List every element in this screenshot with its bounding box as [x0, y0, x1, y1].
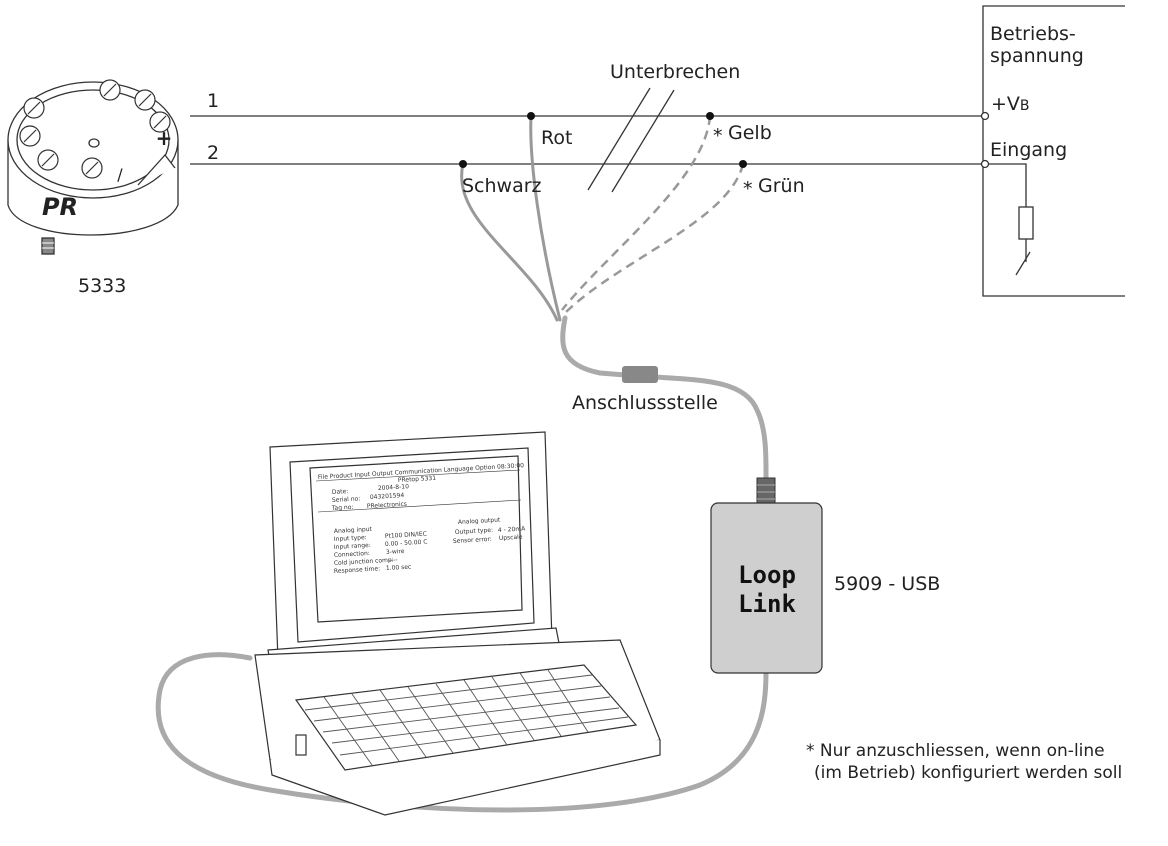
signal-wires — [190, 115, 985, 165]
screen-output-type-label: Output type: — [455, 527, 494, 536]
wire-2-label: 2 — [207, 142, 219, 164]
screen-input-type-label: Input type: — [334, 534, 367, 543]
screen-connection-label: Connection: — [334, 550, 370, 559]
screen-input-range-label: Input range: — [334, 542, 371, 551]
supply-box — [980, 5, 1125, 297]
wire-1-label: 1 — [207, 90, 219, 112]
cable-connector — [622, 366, 658, 383]
anschlussstelle-label: Anschlussstelle — [572, 392, 718, 414]
vb-label: +VB — [991, 93, 1030, 115]
screw-terminal — [134, 89, 156, 111]
probe-wires — [460, 114, 562, 322]
screen-date-label: Date: — [332, 488, 349, 496]
screen-sensor-error-value: Upscale — [499, 534, 523, 542]
junction-dots — [459, 112, 747, 168]
pr-logo: PR — [42, 193, 78, 221]
screw-terminal — [149, 111, 171, 133]
screen-analog-output: Analog output — [458, 517, 501, 526]
screen-input-type-value: Pt100 DIN/IEC — [385, 531, 427, 540]
screen-response-label: Response time: — [334, 565, 381, 575]
supply-title-line1: Betriebs- — [990, 23, 1076, 45]
screw-terminal — [81, 157, 103, 179]
minus-sign: / — [117, 165, 123, 184]
screw-terminal — [19, 125, 41, 147]
break-marker — [587, 87, 675, 193]
screen-output-type-value: 4 - 20mA — [498, 525, 527, 534]
screen-cjc-label: Cold junction comp: — [334, 557, 394, 567]
plus-sign: + — [156, 126, 173, 150]
gelb-label: Gelb — [728, 122, 772, 144]
screen-analog-input: Analog input — [334, 526, 373, 535]
device-model-label: 5333 — [78, 275, 126, 297]
eingang-label: Eingang — [990, 139, 1067, 161]
screen-title: PRetop 5331 — [398, 475, 437, 484]
screw-terminal — [99, 79, 121, 101]
screen-tag-label: Tag no: — [331, 504, 354, 512]
terminal-screws — [19, 79, 171, 179]
footnote-line1: * Nur anzuschliessen, wenn on-line — [806, 741, 1105, 761]
screen-date-value: 2004-8-10 — [378, 483, 410, 492]
gelb-asterisk: * — [713, 125, 723, 147]
supply-title-line2: spannung — [990, 45, 1084, 67]
looplink-line1: Loop — [738, 561, 796, 589]
looplink-line2: Link — [738, 590, 796, 618]
screen-sensor-error-label: Sensor error: — [453, 536, 492, 545]
schwarz-label: Schwarz — [462, 175, 542, 197]
screw-terminal — [23, 97, 45, 119]
unterbrechen-label: Unterbrechen — [610, 61, 740, 83]
gruen-label: Grün — [758, 175, 805, 197]
screen-tag-value: PRelectronics — [367, 501, 407, 510]
laptop — [254, 431, 661, 816]
screw-terminal — [37, 149, 59, 171]
footnote-line2: (im Betrieb) konfiguriert werden soll — [814, 763, 1122, 783]
looplink-model-label: 5909 - USB — [834, 573, 940, 595]
screen-connection-value: 3-wire — [386, 548, 405, 556]
loop-link-device: Loop Link — [710, 477, 823, 674]
optional-wires — [561, 115, 745, 313]
screen-serial-label: Serial no: — [332, 495, 361, 504]
screen-response-value: 1.00 sec — [386, 564, 412, 572]
rot-label: Rot — [541, 127, 572, 149]
laptop-screen: File Product Input Output Communication … — [315, 462, 527, 575]
gruen-asterisk: * — [743, 178, 753, 200]
screen-serial-value: 043201594 — [370, 492, 405, 501]
screen-cjc-value: ---- — [389, 557, 398, 564]
screen-input-range-value: 0.00 - 50.00 C — [385, 539, 428, 548]
